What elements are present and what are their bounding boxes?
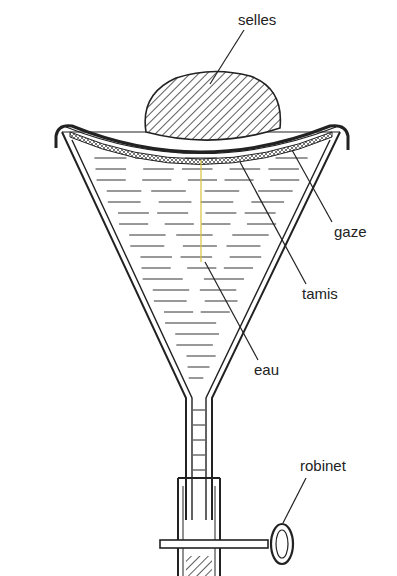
water-dash — [165, 323, 216, 324]
water-dash — [142, 268, 171, 269]
water-dash — [181, 257, 213, 258]
water-dash — [154, 301, 187, 302]
water-dash — [182, 169, 213, 170]
water-dash — [130, 246, 164, 247]
clamp-ring-inner — [276, 530, 288, 558]
water-dash — [200, 290, 236, 291]
water-dash — [201, 224, 230, 225]
part-label: gaze — [334, 224, 367, 239]
part-label: tamis — [302, 286, 338, 301]
water-dash — [201, 312, 230, 313]
funnel-inner-wall — [72, 140, 330, 520]
water-dash — [187, 268, 216, 269]
water-dash — [142, 180, 171, 181]
water-dash — [157, 213, 188, 214]
tube-inner — [215, 486, 216, 576]
water-dash — [268, 169, 299, 170]
water-dash — [165, 224, 194, 225]
water-dash — [140, 257, 172, 258]
water-dash — [204, 279, 244, 280]
tube-shading — [186, 556, 212, 576]
stem-marks — [193, 410, 205, 470]
water-dash — [189, 378, 204, 379]
rubber-tube — [178, 478, 220, 576]
part-label: selles — [238, 12, 276, 27]
water-dash — [245, 213, 276, 214]
label-holder: gaze — [334, 224, 367, 239]
tube-inner — [183, 486, 184, 576]
part-label: eau — [254, 362, 279, 377]
water-dash — [176, 345, 212, 346]
water-dash — [186, 356, 215, 357]
water-dash — [226, 246, 260, 247]
clamp-ring — [271, 524, 293, 564]
label-holder: robinet — [300, 458, 346, 473]
water-dash — [258, 191, 293, 192]
label-holder: selles — [238, 12, 276, 27]
water-dash — [159, 202, 192, 203]
water-dash — [188, 367, 210, 368]
water-dash — [164, 312, 193, 313]
water-dash — [175, 334, 219, 335]
water-dash — [153, 290, 189, 291]
funnel-wall — [62, 132, 340, 520]
stool-sample — [145, 71, 280, 140]
label-holder: tamis — [302, 286, 338, 301]
water-dash — [176, 235, 212, 236]
water-dash — [107, 191, 142, 192]
water-dash — [143, 169, 174, 170]
water-dash — [119, 224, 148, 225]
water-lines — [94, 158, 307, 378]
water-dash — [205, 213, 236, 214]
water-dash — [151, 191, 186, 192]
water-dash — [129, 235, 165, 236]
water-dash — [97, 180, 126, 181]
water-dash — [143, 279, 183, 280]
clamp-bar — [160, 540, 268, 548]
leader-lines — [201, 30, 332, 523]
water-dash — [205, 191, 240, 192]
water-dash — [276, 158, 308, 159]
part-label: robinet — [300, 458, 346, 473]
water-dash — [224, 268, 253, 269]
label-holder: eau — [254, 362, 279, 377]
water-dash — [230, 169, 261, 170]
water-dash — [188, 180, 217, 181]
water-dash — [108, 202, 141, 203]
water-dash — [251, 202, 284, 203]
water-dash — [201, 202, 234, 203]
water-dash — [205, 301, 238, 302]
water-dash — [118, 213, 149, 214]
water-dash — [230, 257, 262, 258]
water-dash — [95, 169, 126, 170]
water-dash — [94, 158, 126, 159]
water-dash — [247, 224, 276, 225]
water-dash — [270, 180, 299, 181]
water-dash — [232, 235, 268, 236]
water-dash — [183, 246, 217, 247]
